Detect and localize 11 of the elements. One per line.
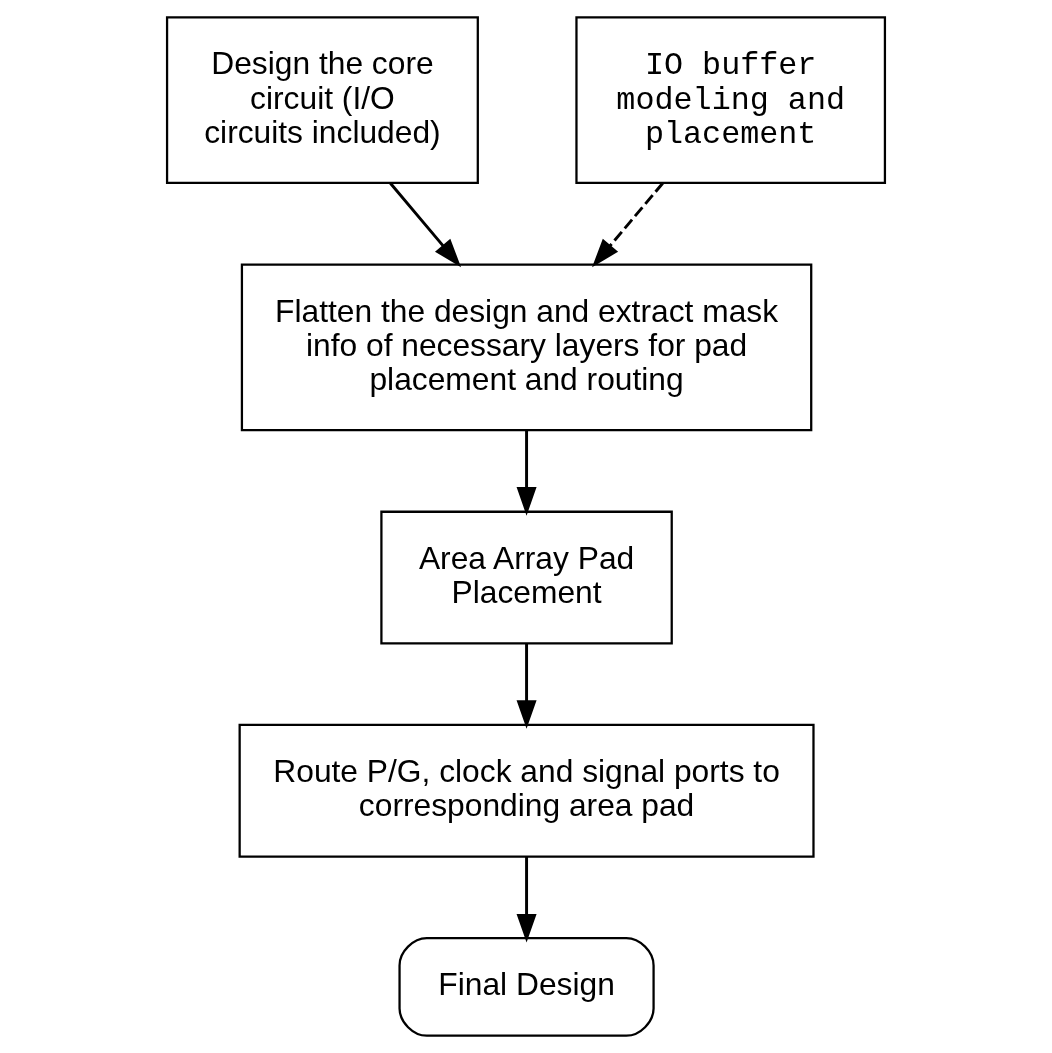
node-box: Route P/G, clock and signal ports to corresponding area pad: [238, 723, 815, 858]
node-box: Area Array Pad Placement: [380, 510, 673, 645]
arrow: [516, 430, 537, 516]
arrow: [516, 643, 537, 729]
arrow: [592, 182, 664, 268]
arrow: [516, 856, 537, 943]
arrow: [389, 182, 462, 268]
node-box: Final Design: [398, 937, 655, 1037]
node-box: Design the core circuit (I/O circuits included): [165, 16, 479, 184]
node-box: IO buffer modeling and placement: [575, 16, 887, 184]
node-box: Flatten the design and extract mask info of necessary layers for pad placement and routing: [240, 263, 813, 432]
